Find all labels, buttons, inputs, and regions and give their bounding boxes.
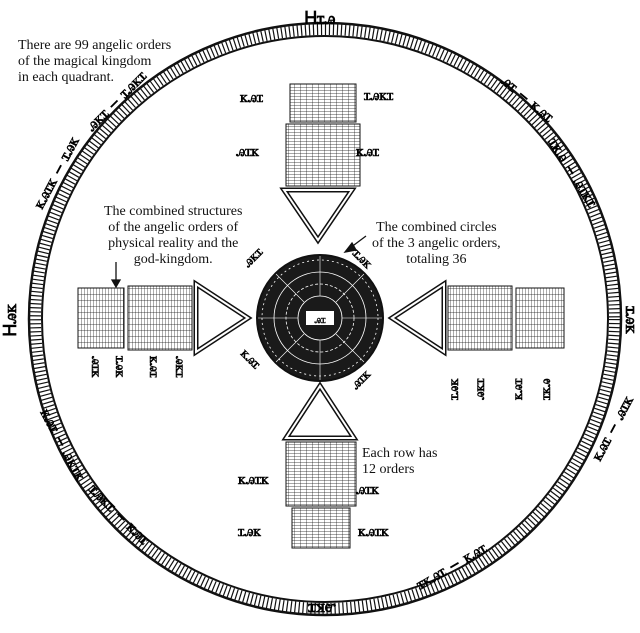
note-circles: The combined circles of the 3 angelic or… bbox=[372, 220, 501, 267]
arm-top: ꮶꭿꮖ ꮖꭿꮶꮖ ꭿꮖꮶ ꮶꭿꮖ bbox=[235, 83, 394, 245]
svg-text:ꭿꮖꮶ: ꭿꮖꮶ bbox=[235, 142, 259, 160]
note-quadrant: There are 99 angelic orders of the magic… bbox=[18, 38, 172, 85]
svg-text:ꮶꭿꮖꮶ: ꮶꭿꮖꮶ bbox=[357, 522, 389, 540]
svg-text:ꮖꭿꮶ: ꮖꭿꮶ bbox=[446, 378, 462, 401]
note-structures: The combined structures of the angelic o… bbox=[104, 204, 243, 267]
pointer-arrows bbox=[110, 235, 367, 289]
svg-text:ꮶꭿꮖ: ꮶꭿꮖ bbox=[236, 345, 263, 372]
svg-text:ꮶꭿꮖ: ꮶꭿꮖ bbox=[355, 142, 380, 160]
svg-text:ꮶꭿꮖ: ꮶꭿꮖ bbox=[510, 378, 526, 401]
ring-glyph-bottom-right-2: ꮖꮶꭿꮖ ‒ ꮶꭿꮖ bbox=[412, 538, 490, 594]
glyph-right: ꮖꭿꮶ bbox=[621, 305, 640, 334]
ring-glyph-top-right-2: ꮖꮶꭿ ‒ ꭿꮖꮶꮖ bbox=[544, 133, 602, 210]
ring-glyph-bottom-left-2: ꮖꭿꮶꮖ ‒ ꮶꭿꮖ bbox=[84, 479, 153, 548]
arm-bottom: ꮶꭿꮖꮶ ꭿꮖꮶ ꮖꭿꮶ ꮶꭿꮖꮶ bbox=[237, 381, 389, 549]
svg-text:ꭿꮶꮖ: ꭿꮶꮖ bbox=[239, 244, 266, 271]
central-disc: ꭿꮖ bbox=[256, 254, 384, 382]
ring-glyph-bottom-right: ꮶꭿꮖ ‒ ꭿꮖꮶ bbox=[586, 391, 637, 464]
glyph-bottom: ꭿꮶꮖ bbox=[308, 599, 337, 620]
svg-text:ꮖꭿꮶ: ꮖꭿꮶ bbox=[237, 522, 261, 540]
svg-text:ꮖꭿꮶꮖ: ꮖꭿꮶꮖ bbox=[363, 86, 394, 104]
svg-text:ꭿꮶꮖ: ꭿꮶꮖ bbox=[172, 355, 188, 378]
center-glyph: ꭿꮖ bbox=[313, 313, 326, 326]
glyph-left: Ꮋꭿꮶ bbox=[0, 303, 21, 336]
ring-glyph-bottom-left: ꮶꭿꮖ ‒ ꭿꮶꮖꮶ bbox=[36, 404, 91, 485]
svg-text:ꮶꭿꮖꮶ: ꮶꭿꮖꮶ bbox=[237, 470, 269, 488]
glyph-top: Ꮋꮖꭿ bbox=[305, 8, 336, 29]
arm-left: ꭿꮖꮶ ꮖꭿꮶ ꮶꭿꮖ ꭿꮶꮖ bbox=[77, 279, 253, 378]
arm-right: ꮖꭿꮶ ꭿꮶꮖ ꮶꭿꮖ ꮖꮶꭿ bbox=[387, 279, 565, 401]
svg-text:ꭿꮖꮶ: ꭿꮖꮶ bbox=[88, 355, 104, 378]
svg-text:ꭿꮶꮖ: ꭿꮶꮖ bbox=[472, 378, 488, 401]
svg-text:ꮖꮶꭿ: ꮖꮶꭿ bbox=[538, 378, 554, 401]
outer-ring bbox=[27, 21, 623, 617]
svg-text:ꮶꭿꮖ: ꮶꭿꮖ bbox=[239, 88, 264, 106]
note-rows: Each row has 12 orders bbox=[362, 446, 438, 477]
svg-text:ꭿꮖꮶ: ꭿꮖꮶ bbox=[355, 480, 379, 498]
svg-text:ꮶꭿꮖ: ꮶꭿꮖ bbox=[146, 355, 162, 378]
ring-glyph-top-right: ꭿꮖ ‒ ꮶꭿꮖ bbox=[497, 70, 559, 126]
svg-text:ꮖꭿꮶ: ꮖꭿꮶ bbox=[112, 355, 128, 378]
